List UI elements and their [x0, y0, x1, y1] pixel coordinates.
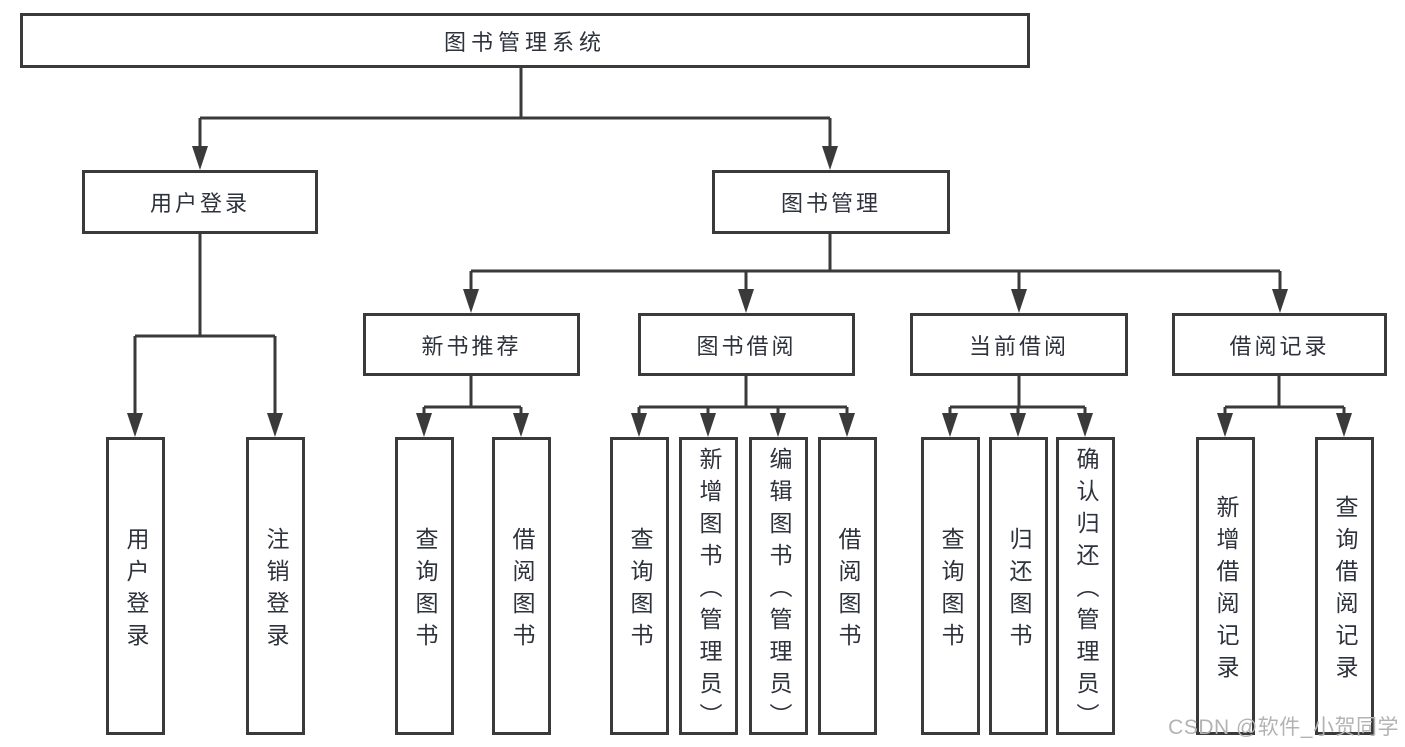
node-book-borrowing-label: 图书借阅 [696, 333, 797, 359]
node-root: 图书管理系统 [20, 13, 1030, 68]
leaf-logout: 注销登录 [246, 437, 305, 735]
leaf-query-books-recommend: 查询图书 [395, 437, 454, 735]
leaf-edit-book-admin: 编辑图书（管理员） [749, 437, 808, 735]
node-borrowing-records: 借阅记录 [1172, 313, 1387, 376]
leaf-borrow-books-recommend: 借阅图书 [492, 437, 551, 735]
leaf-confirm-return-admin-label: 确认归还（管理员） [1073, 446, 1099, 735]
leaf-user-login: 用户登录 [106, 437, 165, 735]
leaf-logout-label: 注销登录 [263, 526, 289, 655]
leaf-borrow-books-borrowing: 借阅图书 [818, 437, 877, 735]
leaf-add-book-admin: 新增图书（管理员） [679, 437, 738, 735]
leaf-return-book: 归还图书 [989, 437, 1048, 735]
leaf-query-books-borrowing: 查询图书 [610, 437, 669, 735]
leaf-query-borrow-record: 查询借阅记录 [1315, 437, 1374, 735]
leaf-confirm-return-admin: 确认归还（管理员） [1056, 437, 1115, 735]
leaf-user-login-label: 用户登录 [123, 526, 149, 655]
csdn-watermark: CSDN @软件_小贺同学 [1168, 716, 1399, 739]
node-root-label: 图书管理系统 [443, 29, 606, 55]
leaf-add-borrow-record: 新增借阅记录 [1196, 437, 1255, 735]
leaf-query-books-current: 查询图书 [921, 437, 980, 735]
node-book-management-label: 图书管理 [780, 191, 881, 216]
node-borrowing-records-label: 借阅记录 [1229, 333, 1330, 359]
leaf-query-books-current-label: 查询图书 [938, 526, 964, 655]
leaf-query-books-recommend-label: 查询图书 [412, 526, 438, 655]
leaf-return-book-label: 归还图书 [1006, 526, 1032, 655]
leaf-edit-book-admin-label: 编辑图书（管理员） [766, 446, 792, 735]
leaf-query-borrow-record-label: 查询借阅记录 [1332, 494, 1358, 687]
node-new-book-recommend-label: 新书推荐 [421, 333, 522, 359]
node-book-borrowing: 图书借阅 [638, 313, 855, 376]
leaf-add-book-admin-label: 新增图书（管理员） [696, 446, 722, 735]
node-new-book-recommend: 新书推荐 [363, 313, 580, 376]
node-current-borrowing-label: 当前借阅 [968, 333, 1069, 359]
node-book-management: 图书管理 [712, 170, 950, 234]
node-user-login-label: 用户登录 [149, 191, 250, 216]
arrowheads [127, 146, 1352, 437]
node-current-borrowing: 当前借阅 [910, 313, 1128, 376]
node-user-login: 用户登录 [82, 170, 318, 234]
leaf-add-borrow-record-label: 新增借阅记录 [1213, 494, 1239, 687]
leaf-borrow-books-recommend-label: 借阅图书 [509, 526, 535, 655]
leaf-query-books-borrowing-label: 查询图书 [627, 526, 653, 655]
leaf-borrow-books-borrowing-label: 借阅图书 [835, 526, 861, 655]
